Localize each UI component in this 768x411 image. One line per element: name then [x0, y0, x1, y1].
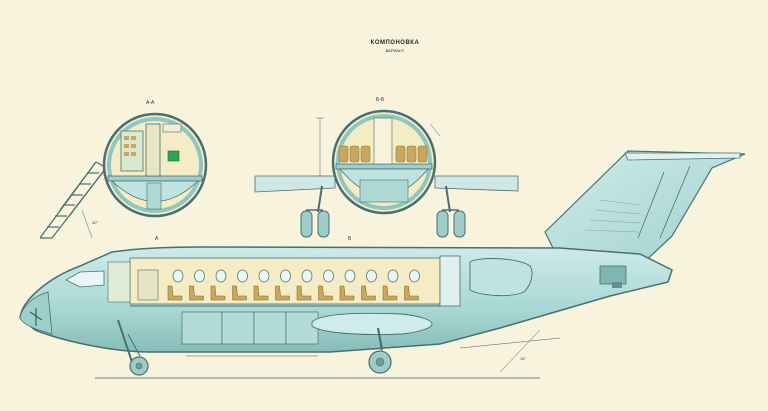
main-landing-gear	[368, 327, 392, 374]
cockpit-window	[65, 270, 105, 288]
cabin-seat	[296, 285, 312, 301]
cabin-seat	[189, 285, 204, 301]
section-b-label: Б-Б	[376, 97, 385, 103]
cabin-seat	[318, 285, 333, 301]
nose-landing-gear	[117, 319, 149, 376]
door-frame	[145, 123, 161, 177]
cabin-window	[215, 269, 227, 283]
boarding-stairs	[39, 161, 111, 239]
apu	[599, 265, 627, 285]
section-a-label: А-А	[146, 100, 155, 106]
cabin-seat	[167, 285, 183, 301]
cabin-seat	[404, 285, 419, 301]
wing-left	[254, 175, 336, 193]
cabin-window	[366, 269, 377, 283]
drawing-title-block: КОМПОНОВКА ВАРИАНТ	[340, 40, 450, 53]
cabin-seat	[361, 285, 376, 301]
green-panel	[167, 150, 180, 162]
section-b-b	[254, 109, 519, 238]
cabin-window	[409, 269, 420, 283]
cabin-window	[172, 269, 184, 283]
wing-root-fairing	[311, 312, 433, 335]
svg-text:40°: 40°	[92, 220, 98, 225]
cabin-window	[387, 269, 399, 283]
drawing-subtitle: ВАРИАНТ	[385, 48, 405, 53]
cabin-windows	[172, 269, 420, 283]
cabin-window	[194, 269, 205, 283]
cabin-window	[258, 269, 270, 283]
cabin-window	[344, 269, 356, 283]
cabin-seat	[253, 285, 269, 301]
section-a-a: 40°	[39, 112, 208, 239]
cabin-seat	[275, 285, 290, 301]
cabin-seats	[167, 285, 419, 301]
cargo-holds	[181, 311, 319, 345]
wing-right	[434, 175, 519, 192]
cabin-window	[301, 269, 313, 283]
cabin-window	[237, 269, 248, 283]
cabin-seat	[232, 285, 247, 301]
cabin-seat	[210, 285, 226, 301]
cabin-seat	[382, 285, 398, 301]
fuselage-side-view: 15°	[19, 150, 746, 376]
galley-cabinet	[120, 130, 144, 172]
drawing-title: КОМПОНОВКА	[370, 40, 420, 46]
cabin-window	[323, 269, 334, 283]
rear-engine	[469, 258, 533, 297]
cut-mark-a: А	[155, 236, 159, 242]
cabin-seat	[339, 285, 355, 301]
cabin-window	[280, 269, 291, 283]
cut-mark-b: Б	[348, 236, 352, 242]
svg-text:15°: 15°	[520, 356, 526, 361]
